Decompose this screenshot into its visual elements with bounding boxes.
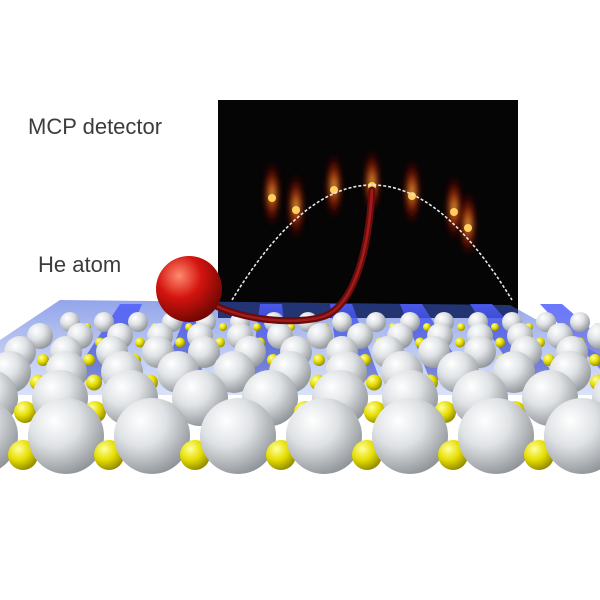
adsorbate-atom	[175, 337, 185, 348]
adsorbate-atom	[83, 354, 95, 366]
substrate-atom	[114, 398, 190, 474]
substrate-atom	[286, 398, 362, 474]
crystal-surface	[0, 312, 600, 474]
adsorbate-atom	[423, 323, 431, 331]
adsorbate-atom	[86, 374, 102, 391]
substrate-atom	[213, 351, 255, 393]
substrate-atom	[332, 312, 352, 332]
substrate-atom	[544, 398, 600, 474]
adsorbate-atom	[491, 323, 499, 331]
substrate-atom	[307, 323, 333, 349]
diffraction-spot	[292, 206, 300, 214]
substrate-atom	[372, 398, 448, 474]
substrate-atom	[27, 323, 53, 349]
atom-label: He atom	[38, 252, 122, 277]
substrate-atom	[200, 398, 276, 474]
substrate-atom	[366, 312, 386, 332]
substrate-atom	[458, 398, 534, 474]
diffraction-spot	[450, 208, 458, 216]
substrate-atom	[493, 351, 535, 393]
substrate-atom	[28, 398, 104, 474]
adsorbate-atom	[455, 337, 465, 348]
adsorbate-atom	[253, 323, 261, 331]
substrate-atom	[188, 336, 220, 368]
adsorbate-atom	[135, 337, 145, 348]
diffraction-pattern	[263, 148, 477, 258]
adsorbate-atom	[37, 354, 49, 366]
diffraction-spot	[464, 224, 472, 232]
diffraction-spot	[408, 192, 416, 200]
substrate-atom	[94, 312, 114, 332]
adsorbate-atom	[366, 374, 382, 391]
adsorbate-atom	[313, 354, 325, 366]
substrate-atom	[128, 312, 148, 332]
detector-label: MCP detector	[28, 114, 163, 139]
he-atom	[156, 256, 222, 322]
substrate-atom	[587, 323, 600, 349]
adsorbate-atom	[457, 323, 465, 331]
adsorbate-atom	[495, 337, 505, 348]
substrate-atom	[570, 312, 590, 332]
detector-screen	[218, 100, 518, 318]
diffraction-spot	[268, 194, 276, 202]
adsorbate-atom	[219, 323, 227, 331]
adsorbate-atom	[14, 401, 36, 423]
diffraction-arc	[231, 184, 513, 301]
adsorbate-atom	[589, 354, 600, 366]
